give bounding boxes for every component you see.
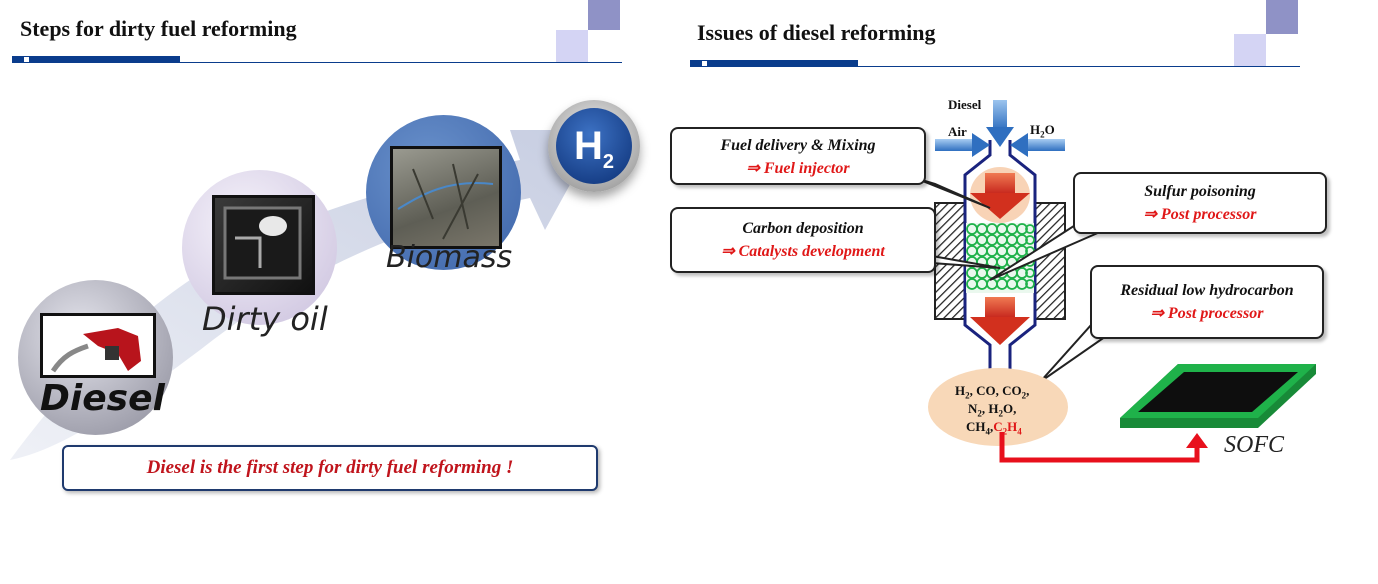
left-title-underline (12, 62, 622, 63)
right-title-bar (690, 60, 858, 67)
callout-carbon-deposition-issue: Carbon deposition (742, 220, 864, 237)
callout-residual-hydrocarbon: Residual low hydrocarbon ⇒ Post processo… (1090, 265, 1324, 339)
diesel-banner-text: Diesel is the first step for dirty fuel … (146, 457, 514, 478)
hydrogen-symbol: H (573, 124, 603, 168)
right-slide-title: Issues of diesel reforming (697, 20, 936, 45)
product-line-2: N2, H2O, (968, 401, 1017, 419)
water-h: H (1030, 122, 1041, 137)
callout-fuel-delivery: Fuel delivery & Mixing ⇒ Fuel injector (670, 127, 926, 185)
right-deco-square-dark (1266, 0, 1298, 34)
callout-carbon-deposition-solution: ⇒ Catalysts development (721, 243, 885, 260)
right-title-bar-dot (702, 61, 707, 66)
biomass-photo (390, 146, 502, 249)
callout-sulfur-poisoning: Sulfur poisoning ⇒ Post processor (1073, 172, 1327, 234)
sofc-plate (1120, 364, 1316, 428)
callout-fuel-delivery-issue: Fuel delivery & Mixing (720, 137, 876, 154)
fuel-nozzle-icon (40, 313, 156, 378)
flow-arrow-to-sofc (999, 432, 1208, 463)
hydrogen-badge: H2 (548, 100, 640, 192)
callout-fuel-delivery-solution: ⇒ Fuel injector (746, 160, 850, 177)
right-deco-square-light (1234, 34, 1266, 66)
left-title-bar-dot (24, 57, 29, 62)
hydrogen-badge-inner: H2 (556, 108, 632, 184)
left-deco-square-light (556, 30, 588, 62)
callout-residual-hydrocarbon-issue: Residual low hydrocarbon (1120, 282, 1294, 299)
product-line-1: H2, CO, CO2, (955, 383, 1030, 401)
left-deco-square-dark (588, 0, 620, 30)
callout-sulfur-poisoning-issue: Sulfur poisoning (1144, 183, 1256, 200)
callout-sulfur-poisoning-solution: ⇒ Post processor (1143, 206, 1257, 223)
right-title-underline (690, 66, 1300, 67)
product-line-3: CH4,C2H4 (966, 419, 1022, 437)
biomass-label: Biomass (386, 240, 513, 275)
product-gas-bubble (928, 368, 1068, 446)
diesel-input-label: Diesel (948, 97, 982, 112)
sofc-label: SOFC (1224, 432, 1284, 458)
dirty-oil-label: Dirty oil (202, 300, 328, 338)
diesel-label: Diesel (40, 378, 165, 419)
hydrogen-subscript: 2 (602, 151, 614, 173)
oil-photo (212, 195, 315, 295)
water-input-label: H2O (1030, 122, 1055, 140)
left-title-bar (12, 56, 180, 63)
diesel-banner: Diesel is the first step for dirty fuel … (62, 445, 598, 491)
callout-residual-hydrocarbon-solution: ⇒ Post processor (1150, 305, 1264, 322)
water-sub: 2 (1040, 129, 1045, 140)
left-slide-title: Steps for dirty fuel reforming (20, 16, 297, 41)
air-input-label: Air (948, 124, 967, 139)
callout-carbon-deposition: Carbon deposition ⇒ Catalysts developmen… (670, 207, 936, 273)
water-o: O (1044, 122, 1055, 137)
